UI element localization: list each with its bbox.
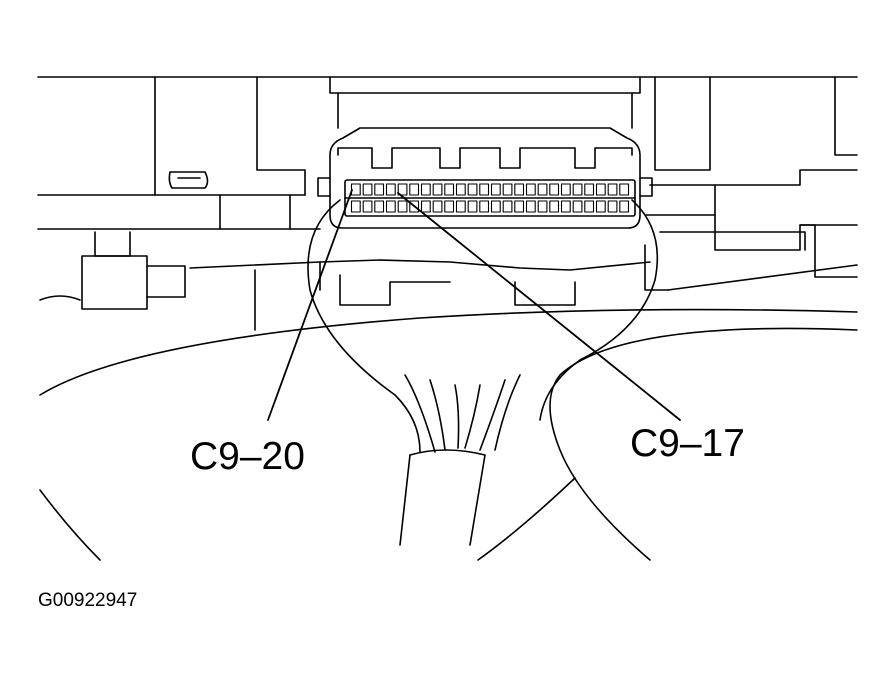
connector-pin-cell bbox=[432, 183, 443, 196]
connector-pin-cell bbox=[595, 183, 606, 196]
wire-harness bbox=[39, 199, 858, 561]
connector-pin-cell bbox=[362, 183, 373, 196]
connector-pin-cell bbox=[490, 183, 501, 196]
connector-pin-cell bbox=[385, 183, 396, 196]
connector-pin-grid bbox=[350, 183, 630, 213]
leader-c9-20 bbox=[267, 189, 353, 421]
connector-pin-cell bbox=[572, 200, 583, 213]
connector-pin-cell bbox=[525, 183, 536, 196]
connector-pin-cell bbox=[362, 200, 373, 213]
connector-pin-cell bbox=[432, 200, 443, 213]
connector-pin-cell bbox=[479, 183, 490, 196]
connector-pin-cell bbox=[619, 200, 630, 213]
connector-pin-cell bbox=[467, 200, 478, 213]
connector-pin-cell bbox=[502, 200, 513, 213]
connector-pin-cell bbox=[595, 200, 606, 213]
connector-pin-cell bbox=[374, 200, 385, 213]
connector-pin-cell bbox=[374, 183, 385, 196]
connector-pin-cell bbox=[455, 183, 466, 196]
connector-pin-cell bbox=[549, 183, 560, 196]
connector-pin-cell bbox=[479, 200, 490, 213]
connector-pin-cell bbox=[560, 200, 571, 213]
connector-pin-cell bbox=[397, 183, 408, 196]
connector-pin-cell bbox=[409, 200, 420, 213]
connector-pin-cell bbox=[385, 200, 396, 213]
connector-pin-cell bbox=[502, 183, 513, 196]
callout-leaders bbox=[267, 189, 681, 421]
connector-pin-cell bbox=[619, 183, 630, 196]
connector-pin-cell bbox=[420, 200, 431, 213]
connector-pin-cell bbox=[397, 200, 408, 213]
connector-pin-cell bbox=[584, 183, 595, 196]
leader-c9-17 bbox=[397, 192, 681, 421]
housing-outline bbox=[37, 76, 858, 331]
connector-pin-cell bbox=[537, 200, 548, 213]
connector-pin-cell bbox=[560, 183, 571, 196]
connector-pin-cell bbox=[444, 200, 455, 213]
connector-pin-cell bbox=[584, 200, 595, 213]
connector-pin-cell bbox=[514, 200, 525, 213]
connector-pin-cell bbox=[549, 200, 560, 213]
connector-pin-cell bbox=[490, 200, 501, 213]
connector-pin-cell bbox=[572, 183, 583, 196]
connector-pin-cell bbox=[607, 183, 618, 196]
connector-c9 bbox=[317, 127, 653, 229]
connector-pin-cell bbox=[409, 183, 420, 196]
connector-pin-cell bbox=[537, 183, 548, 196]
connector-pin-cell bbox=[514, 183, 525, 196]
figure-id: G00922947 bbox=[38, 590, 138, 611]
connector-pin-cell bbox=[467, 183, 478, 196]
connector-pin-cell bbox=[350, 183, 361, 196]
connector-pin-cell bbox=[607, 200, 618, 213]
connector-pin-cell bbox=[420, 183, 431, 196]
callout-label-c9-17: C9–17 bbox=[630, 422, 745, 465]
connector-pin-cell bbox=[525, 200, 536, 213]
callout-label-c9-20: C9–20 bbox=[190, 435, 305, 478]
connector-pin-cell bbox=[444, 183, 455, 196]
connector-pin-cell bbox=[455, 200, 466, 213]
connector-pin-cell bbox=[350, 200, 361, 213]
